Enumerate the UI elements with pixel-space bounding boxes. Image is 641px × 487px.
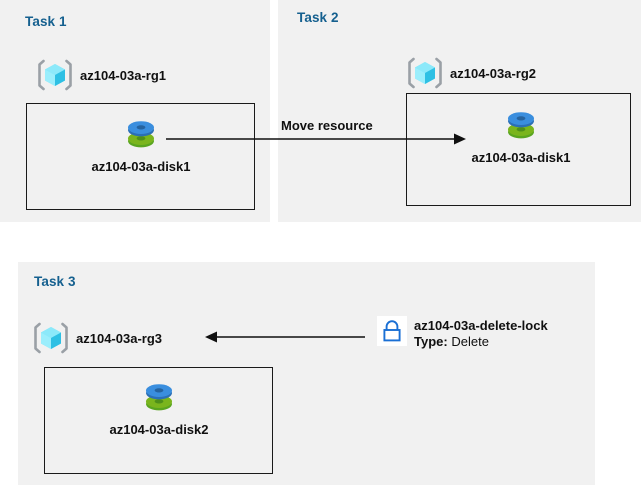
- delete-lock-text: az104-03a-delete-lock Type: Delete: [414, 316, 548, 349]
- lock-icon-svg: [383, 320, 401, 342]
- task3-panel: [18, 262, 595, 485]
- task2-panel: [278, 0, 641, 222]
- resource-group-icon-svg: [408, 57, 442, 89]
- resource-group-icon: [406, 54, 444, 92]
- task1-resource-group: az104-03a-rg1: [36, 56, 166, 94]
- task1-resource-group-label: az104-03a-rg1: [80, 67, 166, 83]
- task2-resource-group-label: az104-03a-rg2: [450, 65, 536, 81]
- move-resource-arrow: [166, 133, 466, 145]
- task3-resource-group: az104-03a-rg3: [32, 319, 162, 357]
- task2-disk-label: az104-03a-disk1: [471, 150, 571, 165]
- task1-resource-box: [26, 103, 255, 210]
- delete-lock-type-label: Type:: [414, 333, 448, 349]
- task2-resource-group: az104-03a-rg2: [406, 54, 536, 92]
- delete-lock-name: az104-03a-delete-lock: [414, 318, 548, 333]
- task3-title: Task 3: [34, 274, 76, 289]
- resource-group-icon-svg: [38, 59, 72, 91]
- managed-disk-icon: [146, 384, 172, 411]
- task3-resource-group-label: az104-03a-rg3: [76, 330, 162, 346]
- task2-title: Task 2: [297, 10, 339, 25]
- delete-lock-annotation: az104-03a-delete-lock Type: Delete: [377, 316, 548, 349]
- task3-disk-label: az104-03a-disk2: [109, 422, 209, 437]
- delete-lock-type: Type: Delete: [414, 334, 548, 350]
- delete-lock-type-value: Delete: [451, 333, 489, 349]
- task3-disk: az104-03a-disk2: [97, 377, 221, 437]
- delete-lock-arrow: [205, 331, 365, 343]
- lock-icon: [377, 316, 407, 346]
- task1-panel: [0, 0, 270, 222]
- task1-title: Task 1: [25, 14, 67, 29]
- managed-disk-icon: [128, 121, 154, 148]
- task2-disk: az104-03a-disk1: [459, 105, 583, 165]
- task1-disk-label: az104-03a-disk1: [91, 159, 191, 174]
- resource-group-icon: [36, 56, 74, 94]
- resource-group-icon-svg: [34, 322, 68, 354]
- managed-disk-icon: [508, 112, 534, 139]
- resource-group-icon: [32, 319, 70, 357]
- task1-disk: az104-03a-disk1: [79, 114, 203, 174]
- task3-resource-box: [44, 367, 273, 474]
- move-resource-label: Move resource: [281, 118, 373, 133]
- task2-resource-box: [406, 93, 631, 206]
